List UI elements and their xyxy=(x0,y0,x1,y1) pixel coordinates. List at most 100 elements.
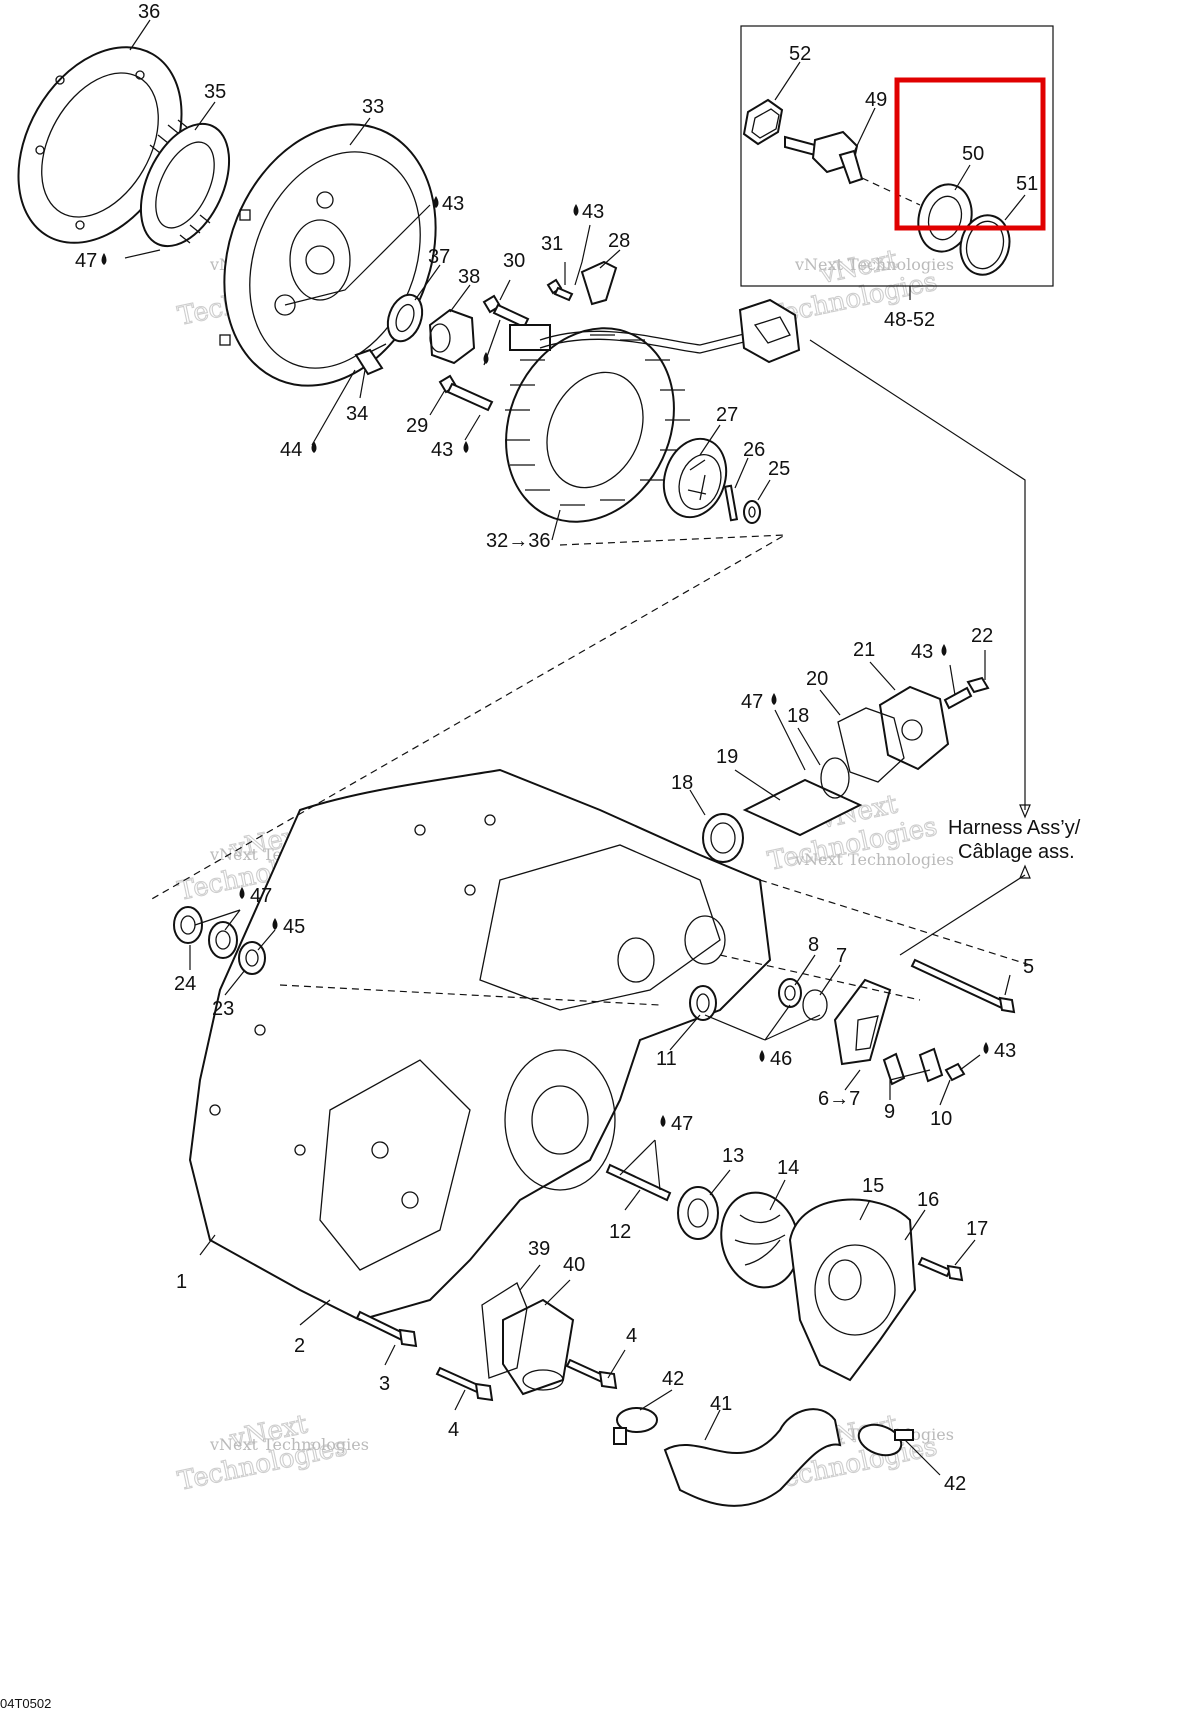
label-35: 35 xyxy=(204,81,226,103)
label-47-flywheel: 47 xyxy=(75,250,97,272)
part-3-screw xyxy=(355,1310,418,1348)
part-19-shaft xyxy=(742,757,863,837)
label-18-upper: 18 xyxy=(787,705,809,727)
harness-label: Harness Ass’y/ Câblage ass. xyxy=(948,817,1081,863)
drop-icon xyxy=(239,887,245,899)
drop-icon xyxy=(101,253,107,265)
leader-lines xyxy=(124,19,1031,1476)
label-3: 3 xyxy=(379,1373,390,1395)
part-42-clamp-left xyxy=(613,1407,658,1445)
drop-icon xyxy=(660,1115,666,1127)
label-40: 40 xyxy=(563,1254,585,1276)
label-23: 23 xyxy=(212,998,234,1020)
drop-icon xyxy=(272,918,278,930)
label-45: 45 xyxy=(283,916,305,938)
label-25: 25 xyxy=(768,458,790,480)
part-4-screw-left xyxy=(435,1366,494,1402)
part-14-impeller xyxy=(720,1191,800,1289)
part-24-bearings xyxy=(173,906,238,959)
label-42-top: 42 xyxy=(662,1368,684,1390)
label-28: 28 xyxy=(608,230,630,252)
part-34-bolt xyxy=(354,343,387,376)
part-35-sprag-clutch xyxy=(139,119,231,248)
part-31-screw xyxy=(546,278,574,302)
part-11-seal xyxy=(689,985,717,1021)
drop-icon xyxy=(759,1050,765,1062)
label-43-screw-10: 43 xyxy=(994,1040,1016,1062)
label-33: 33 xyxy=(362,96,384,118)
part-39-gasket xyxy=(481,1282,528,1379)
label-43-cover: 43 xyxy=(911,641,933,663)
part-41-hose xyxy=(663,1408,842,1507)
part-18-seal xyxy=(702,813,744,863)
part-13-seal xyxy=(677,1186,719,1240)
highlight-box xyxy=(894,77,1046,231)
part-harness-connector xyxy=(738,298,801,364)
label-36: 36 xyxy=(138,1,160,23)
label-19: 19 xyxy=(716,746,738,768)
label-47-pump: 47 xyxy=(671,1113,693,1135)
label-10: 10 xyxy=(930,1108,952,1130)
label-13: 13 xyxy=(722,1145,744,1167)
label-39: 39 xyxy=(528,1238,550,1260)
part-5-bolt xyxy=(910,958,1016,1014)
part-40-thermostat-housing xyxy=(502,1298,575,1396)
part-17-screw xyxy=(917,1256,964,1282)
part-33-flywheel xyxy=(219,123,437,387)
label-21: 21 xyxy=(853,639,875,661)
label-52: 52 xyxy=(789,43,811,65)
label-43-screw-29: 43 xyxy=(431,439,453,461)
drop-icons xyxy=(101,196,989,1127)
part-29-screw xyxy=(438,374,494,412)
label-6-7: 6→7 xyxy=(818,1088,860,1110)
label-47-bearing: 47 xyxy=(250,885,272,907)
label-4-left: 4 xyxy=(448,1419,459,1441)
part-26-pin xyxy=(723,484,739,522)
label-26: 26 xyxy=(743,439,765,461)
label-29: 29 xyxy=(406,415,428,437)
part-12-pump-shaft xyxy=(605,1163,672,1202)
drop-icon xyxy=(311,441,317,453)
part-15-pump-housing xyxy=(788,1198,917,1382)
label-9: 9 xyxy=(884,1101,895,1123)
label-46: 46 xyxy=(770,1048,792,1070)
part-30-screw xyxy=(482,294,530,329)
label-47-shaft: 47 xyxy=(741,691,763,713)
label-18-lower: 18 xyxy=(671,772,693,794)
part-32-stator xyxy=(505,324,761,523)
label-48-52: 48-52 xyxy=(884,309,935,331)
drop-icon xyxy=(483,352,489,364)
part-21-housing-cover xyxy=(878,685,950,771)
part-10-screw xyxy=(944,1062,966,1082)
label-30: 30 xyxy=(503,250,525,272)
label-32-36: 32→36 xyxy=(486,530,551,552)
label-27: 27 xyxy=(716,404,738,426)
label-16: 16 xyxy=(917,1189,939,1211)
part-20-gasket xyxy=(837,707,905,783)
part-28-clamp xyxy=(580,260,618,306)
svg-text:vNext Technologies: vNext Technologies xyxy=(794,850,954,869)
label-43-flywheel: 43 xyxy=(442,193,464,215)
label-34: 34 xyxy=(346,403,368,425)
part-38-nut xyxy=(428,308,476,365)
svg-text:Harness Ass’y/: Harness Ass’y/ xyxy=(948,817,1081,839)
label-2: 2 xyxy=(294,1335,305,1357)
part-25-washer xyxy=(743,500,761,524)
label-31: 31 xyxy=(541,233,563,255)
part-27-damper xyxy=(662,437,728,519)
part-4-screw-right xyxy=(565,1358,618,1390)
label-8: 8 xyxy=(808,934,819,956)
label-4-right: 4 xyxy=(626,1325,637,1347)
label-20: 20 xyxy=(806,668,828,690)
label-5: 5 xyxy=(1023,956,1034,978)
part-9-plates xyxy=(882,1047,944,1086)
drop-icon xyxy=(941,644,947,656)
label-51: 51 xyxy=(1016,173,1038,195)
part-37-washer xyxy=(386,293,424,343)
svg-text:vNext Technologies: vNext Technologies xyxy=(209,1435,369,1454)
part-22-screw xyxy=(943,676,990,710)
label-1: 1 xyxy=(176,1271,187,1293)
part-7-oring xyxy=(802,989,828,1021)
label-49: 49 xyxy=(865,89,887,111)
